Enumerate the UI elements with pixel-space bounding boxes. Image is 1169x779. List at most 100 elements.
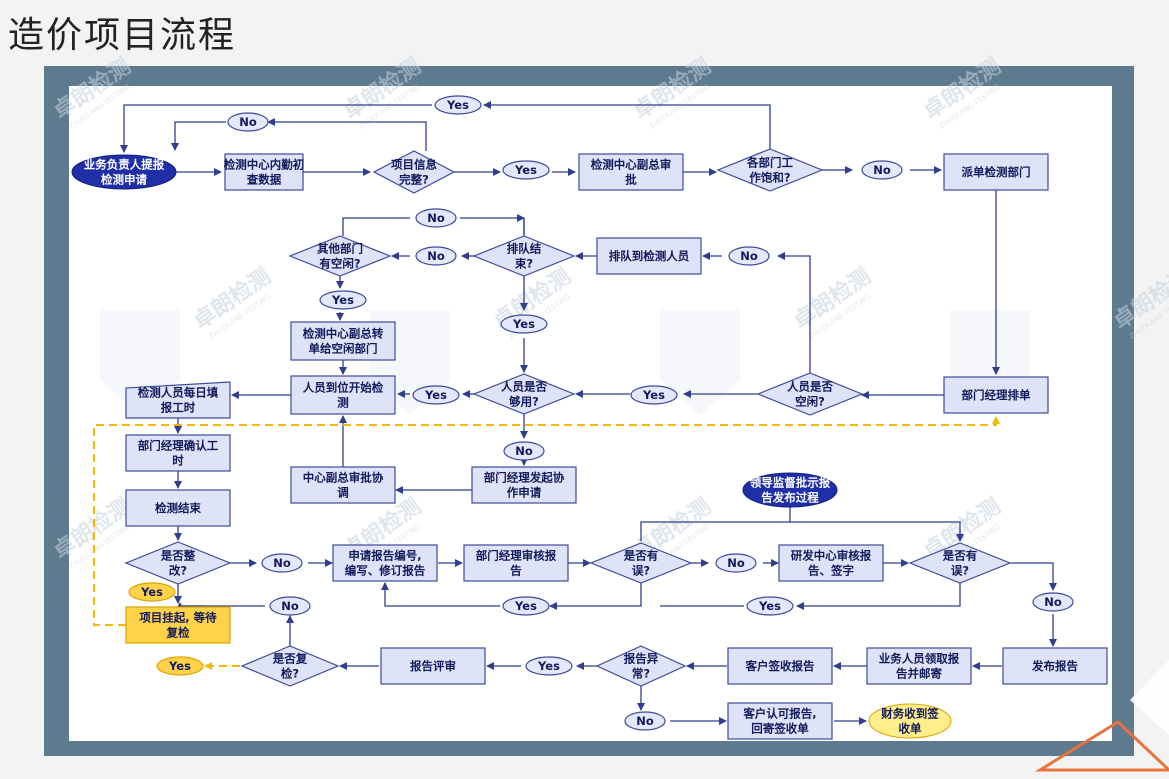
node-label: 是否有 bbox=[942, 549, 978, 563]
node-label: 派单检测部门 bbox=[962, 165, 1031, 179]
node-label: 申请报告编号, bbox=[348, 549, 421, 563]
svg-text:No: No bbox=[239, 115, 257, 129]
node-label: 是否整 bbox=[160, 549, 196, 563]
node-label: 检测中心内勤初 bbox=[224, 158, 305, 172]
svg-text:Yes: Yes bbox=[331, 293, 354, 307]
edge-label-yes: Yes bbox=[502, 160, 550, 180]
node-label: 检? bbox=[281, 667, 299, 681]
edge-label-yes: Yes bbox=[500, 314, 548, 334]
connector bbox=[777, 252, 811, 373]
svg-text:No: No bbox=[740, 249, 758, 263]
node-label: 够用? bbox=[508, 395, 539, 409]
node-label: 中心副总审批协 bbox=[303, 471, 384, 485]
edge-label-no: No bbox=[715, 553, 757, 573]
connector bbox=[171, 121, 226, 151]
node-label: 检测中心副总审 bbox=[591, 158, 672, 172]
node-label: 编写、修订报告 bbox=[345, 564, 426, 578]
node-label: 排队到检测人员 bbox=[609, 249, 690, 263]
edge-label-yes: Yes bbox=[630, 385, 678, 405]
node-label: 项目挂起, 等待 bbox=[139, 611, 217, 625]
node-label: 领导监督批示报 bbox=[749, 476, 831, 490]
node-label: 完整? bbox=[399, 173, 429, 187]
node-label: 告发布过程 bbox=[761, 491, 819, 505]
node-label: 作申请 bbox=[507, 486, 542, 500]
node-label: 发布报告 bbox=[1031, 659, 1078, 673]
edge-label-yes: Yes bbox=[525, 656, 573, 676]
connector bbox=[93, 416, 1000, 626]
edge-label-yes: Yes bbox=[319, 290, 367, 310]
connector bbox=[549, 583, 642, 610]
svg-text:No: No bbox=[873, 163, 891, 177]
node-label: 批 bbox=[625, 173, 637, 187]
edge-label-no: No bbox=[861, 160, 903, 180]
edge-label-yes: Yes bbox=[502, 596, 550, 616]
node-label: 有空闲? bbox=[319, 257, 360, 271]
node-label: 部门经理发起协 bbox=[484, 471, 565, 485]
node-label: 部门经理审核报 bbox=[476, 549, 557, 563]
svg-text:Yes: Yes bbox=[140, 585, 163, 599]
connector bbox=[460, 217, 525, 234]
node-label: 排队结 bbox=[507, 242, 542, 256]
node-label: 常? bbox=[632, 667, 650, 681]
node-label: 误? bbox=[632, 564, 650, 578]
edge-label-yes: Yes bbox=[746, 596, 794, 616]
connector bbox=[267, 118, 427, 151]
svg-text:No: No bbox=[1044, 595, 1062, 609]
node-done: 检测结束 bbox=[125, 489, 231, 527]
diagram-canvas bbox=[69, 86, 1112, 741]
node-eval: 报告评审 bbox=[380, 647, 486, 685]
node-label: 其他部门 bbox=[317, 242, 363, 256]
node-label: 人员到位开始检 bbox=[303, 381, 384, 395]
svg-text:No: No bbox=[427, 211, 445, 225]
node-label: 空闲? bbox=[795, 395, 825, 409]
node-label: 检测申请 bbox=[101, 173, 147, 187]
edge-label-no: No bbox=[624, 711, 666, 731]
node-label: 改? bbox=[169, 564, 187, 578]
node-label: 测 bbox=[337, 396, 349, 410]
node-label: 报工时 bbox=[161, 401, 196, 415]
node-label: 时 bbox=[172, 454, 184, 468]
node-label: 收单 bbox=[899, 722, 922, 736]
svg-text:Yes: Yes bbox=[758, 599, 781, 613]
node-label: 各部门工 bbox=[746, 156, 793, 170]
node-label: 研发中心审核报 bbox=[791, 549, 872, 563]
node-label: 项目信息 bbox=[391, 158, 437, 172]
svg-text:Yes: Yes bbox=[512, 317, 535, 331]
connector bbox=[640, 507, 791, 541]
edge-label-no: No bbox=[1032, 592, 1074, 612]
node-label: 是否有 bbox=[623, 549, 659, 563]
connector bbox=[342, 217, 410, 236]
node-dispatch: 派单检测部门 bbox=[943, 153, 1049, 191]
node-label: 检测中心副总转 bbox=[303, 327, 384, 341]
svg-text:Yes: Yes bbox=[514, 599, 537, 613]
edge-label-no: No bbox=[415, 246, 457, 266]
node-label: 业务负责人提报 bbox=[84, 158, 165, 172]
svg-text:Yes: Yes bbox=[168, 659, 191, 673]
svg-text:No: No bbox=[273, 556, 291, 570]
node-label: 回寄签收单 bbox=[751, 722, 809, 736]
edge-label-no: No bbox=[415, 208, 457, 228]
node-label: 客户签收报告 bbox=[745, 659, 815, 673]
node-apply-no: 申请报告编号,编写、修订报告 bbox=[332, 544, 438, 582]
node-label: 客户认可报告, bbox=[742, 707, 816, 721]
node-label: 调 bbox=[337, 486, 349, 500]
